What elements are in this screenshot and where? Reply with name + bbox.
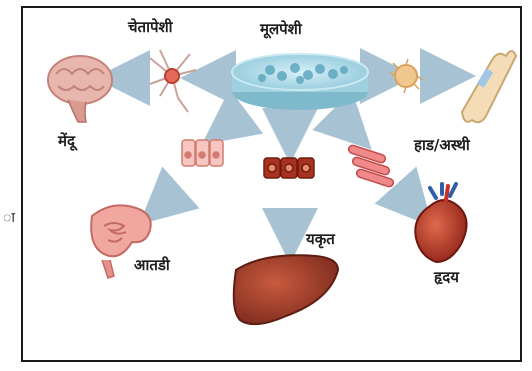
arrow-stem-to-epithelial xyxy=(224,116,240,128)
brain-icon xyxy=(48,56,112,122)
bone-cell-icon xyxy=(389,59,423,93)
bone-icon xyxy=(462,51,516,122)
muscle-cells-icon xyxy=(348,144,395,187)
arrow-epithelial-to-intestine xyxy=(160,190,178,206)
label-intestine: आतडी xyxy=(134,258,170,273)
label-stem-cell: मूलपेशी xyxy=(260,22,302,37)
label-liver: यकृत xyxy=(306,232,335,247)
label-bone: हाड/अस्थी xyxy=(414,138,470,153)
liver-cells-icon xyxy=(264,158,314,178)
heart-icon xyxy=(415,184,466,262)
label-heart: हृदय xyxy=(434,270,459,285)
epithelial-cells-icon xyxy=(182,140,223,166)
liver-icon xyxy=(234,255,338,324)
edge-text-fragment: ा xyxy=(3,208,15,227)
arrow-muscle-to-heart xyxy=(398,188,414,206)
stem-cell-dish xyxy=(232,54,368,110)
nerve-cell-icon xyxy=(150,50,196,112)
label-nerve-cell: चेतापेशी xyxy=(128,20,173,35)
label-brain: मेंदू xyxy=(58,134,75,149)
arrow-stem-to-muscle xyxy=(338,116,352,130)
